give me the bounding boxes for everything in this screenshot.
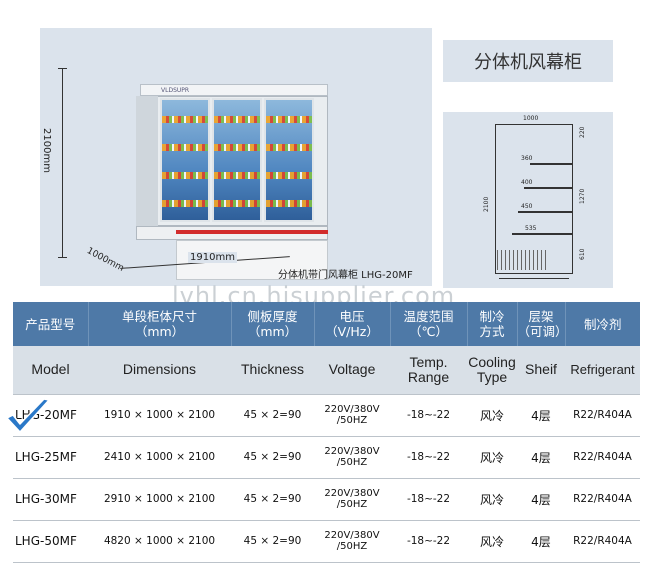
header-voltage-en: Voltage	[314, 346, 390, 395]
header-temp-en: Temp. Range	[390, 346, 467, 395]
cell-shelf: 4层	[517, 478, 565, 521]
shelf-dim-4: 535	[525, 225, 537, 232]
side-section-drawing: 1000 360 400 450 535 220 1270 610 2100	[443, 112, 613, 288]
table-row: LHG-20MF 1910 × 1000 × 2100 45 × 2=90 22…	[13, 394, 640, 437]
header-thickness-en: Thickness	[231, 346, 314, 395]
cell-model: LHG-25MF	[13, 436, 88, 479]
header-thickness-cn: 侧板厚度 （mm）	[231, 302, 315, 346]
header-model-cn: 产品型号	[13, 302, 89, 346]
table-row: LHG-30MF 2910 × 1000 × 2100 45 × 2=90 22…	[13, 478, 640, 521]
width-label: 1910mm	[188, 252, 237, 263]
side-dim-mid: 1270	[579, 188, 586, 204]
header-row-cn: 产品型号 单段柜体尺寸 （mm） 侧板厚度 （mm） 电压 （V/Hz） 温度范…	[13, 302, 640, 346]
drawing-height-dim: 2100	[483, 196, 490, 212]
header-refrigerant-cn: 制冷剂	[565, 302, 640, 346]
cell-dimensions: 4820 × 1000 × 2100	[88, 520, 231, 563]
cell-thickness: 45 × 2=90	[231, 520, 314, 563]
cell-cooling: 风冷	[467, 394, 517, 437]
cell-refrigerant: R22/R404A	[565, 478, 640, 521]
shelf-dim-1: 360	[521, 155, 533, 162]
drawing-base	[499, 274, 569, 279]
header-cooling-en: Cooling Type	[467, 346, 517, 395]
cell-temp: -18~-22	[390, 520, 467, 563]
header-row-en: Model Dimensions Thickness Voltage Temp.…	[13, 346, 640, 395]
shelf-dim-3: 450	[521, 203, 533, 210]
header-model-en: Model	[13, 346, 88, 395]
photo-caption: 分体机带门风幕柜 LHG-20MF	[278, 270, 413, 281]
cell-model: LHG-50MF	[13, 520, 88, 563]
header-dimensions-cn: 单段柜体尺寸 （mm）	[88, 302, 232, 346]
height-dimension-line	[58, 68, 67, 258]
check-icon	[6, 398, 50, 433]
drawing-grille	[497, 250, 549, 270]
cell-temp: -18~-22	[390, 394, 467, 437]
cell-temp: -18~-22	[390, 478, 467, 521]
cell-model: LHG-20MF	[13, 394, 88, 437]
cell-refrigerant: R22/R404A	[565, 394, 640, 437]
drawing-top-dim: 1000	[523, 115, 539, 122]
cell-refrigerant: R22/R404A	[565, 436, 640, 479]
cell-voltage: 220V/380V /50HZ	[314, 436, 390, 479]
height-label: 2100mm	[41, 128, 52, 173]
cell-dimensions: 2910 × 1000 × 2100	[88, 478, 231, 521]
side-dim-bottom: 610	[579, 248, 586, 260]
cell-voltage: 220V/380V /50HZ	[314, 478, 390, 521]
header-voltage-cn: 电压 （V/Hz）	[314, 302, 391, 346]
cell-voltage: 220V/380V /50HZ	[314, 394, 390, 437]
cell-shelf: 4层	[517, 520, 565, 563]
cell-dimensions: 1910 × 1000 × 2100	[88, 394, 231, 437]
cell-thickness: 45 × 2=90	[231, 394, 314, 437]
header-temp-cn: 温度范围 （℃）	[390, 302, 468, 346]
spec-table: 产品型号 单段柜体尺寸 （mm） 侧板厚度 （mm） 电压 （V/Hz） 温度范…	[13, 302, 640, 563]
header-refrigerant-en: Refrigerant	[565, 346, 640, 395]
cell-voltage: 220V/380V /50HZ	[314, 520, 390, 563]
product-title: 分体机风幕柜	[443, 40, 613, 82]
header-dimensions-en: Dimensions	[88, 346, 231, 395]
shelf-dim-2: 400	[521, 179, 533, 186]
cell-dimensions: 2410 × 1000 × 2100	[88, 436, 231, 479]
drawing-frame	[495, 124, 573, 274]
cell-cooling: 风冷	[467, 436, 517, 479]
cell-model: LHG-30MF	[13, 478, 88, 521]
product-photo-panel: VLDSUPR	[40, 28, 432, 286]
header-shelf-en: Sheif	[517, 346, 565, 395]
cell-shelf: 4层	[517, 436, 565, 479]
cell-thickness: 45 × 2=90	[231, 478, 314, 521]
table-row: LHG-25MF 2410 × 1000 × 2100 45 × 2=90 22…	[13, 436, 640, 479]
cell-temp: -18~-22	[390, 436, 467, 479]
fridge-logo: VLDSUPR	[161, 87, 190, 94]
table-row: LHG-50MF 4820 × 1000 × 2100 45 × 2=90 22…	[13, 520, 640, 563]
fridge-illustration: VLDSUPR	[136, 84, 328, 286]
side-dim-top: 220	[579, 126, 586, 138]
header-shelf-cn: 层架 （可调）	[517, 302, 568, 346]
header-cooling-cn: 制冷 方式	[467, 302, 518, 346]
cell-shelf: 4层	[517, 394, 565, 437]
cell-refrigerant: R22/R404A	[565, 520, 640, 563]
cell-cooling: 风冷	[467, 478, 517, 521]
cell-thickness: 45 × 2=90	[231, 436, 314, 479]
cell-cooling: 风冷	[467, 520, 517, 563]
